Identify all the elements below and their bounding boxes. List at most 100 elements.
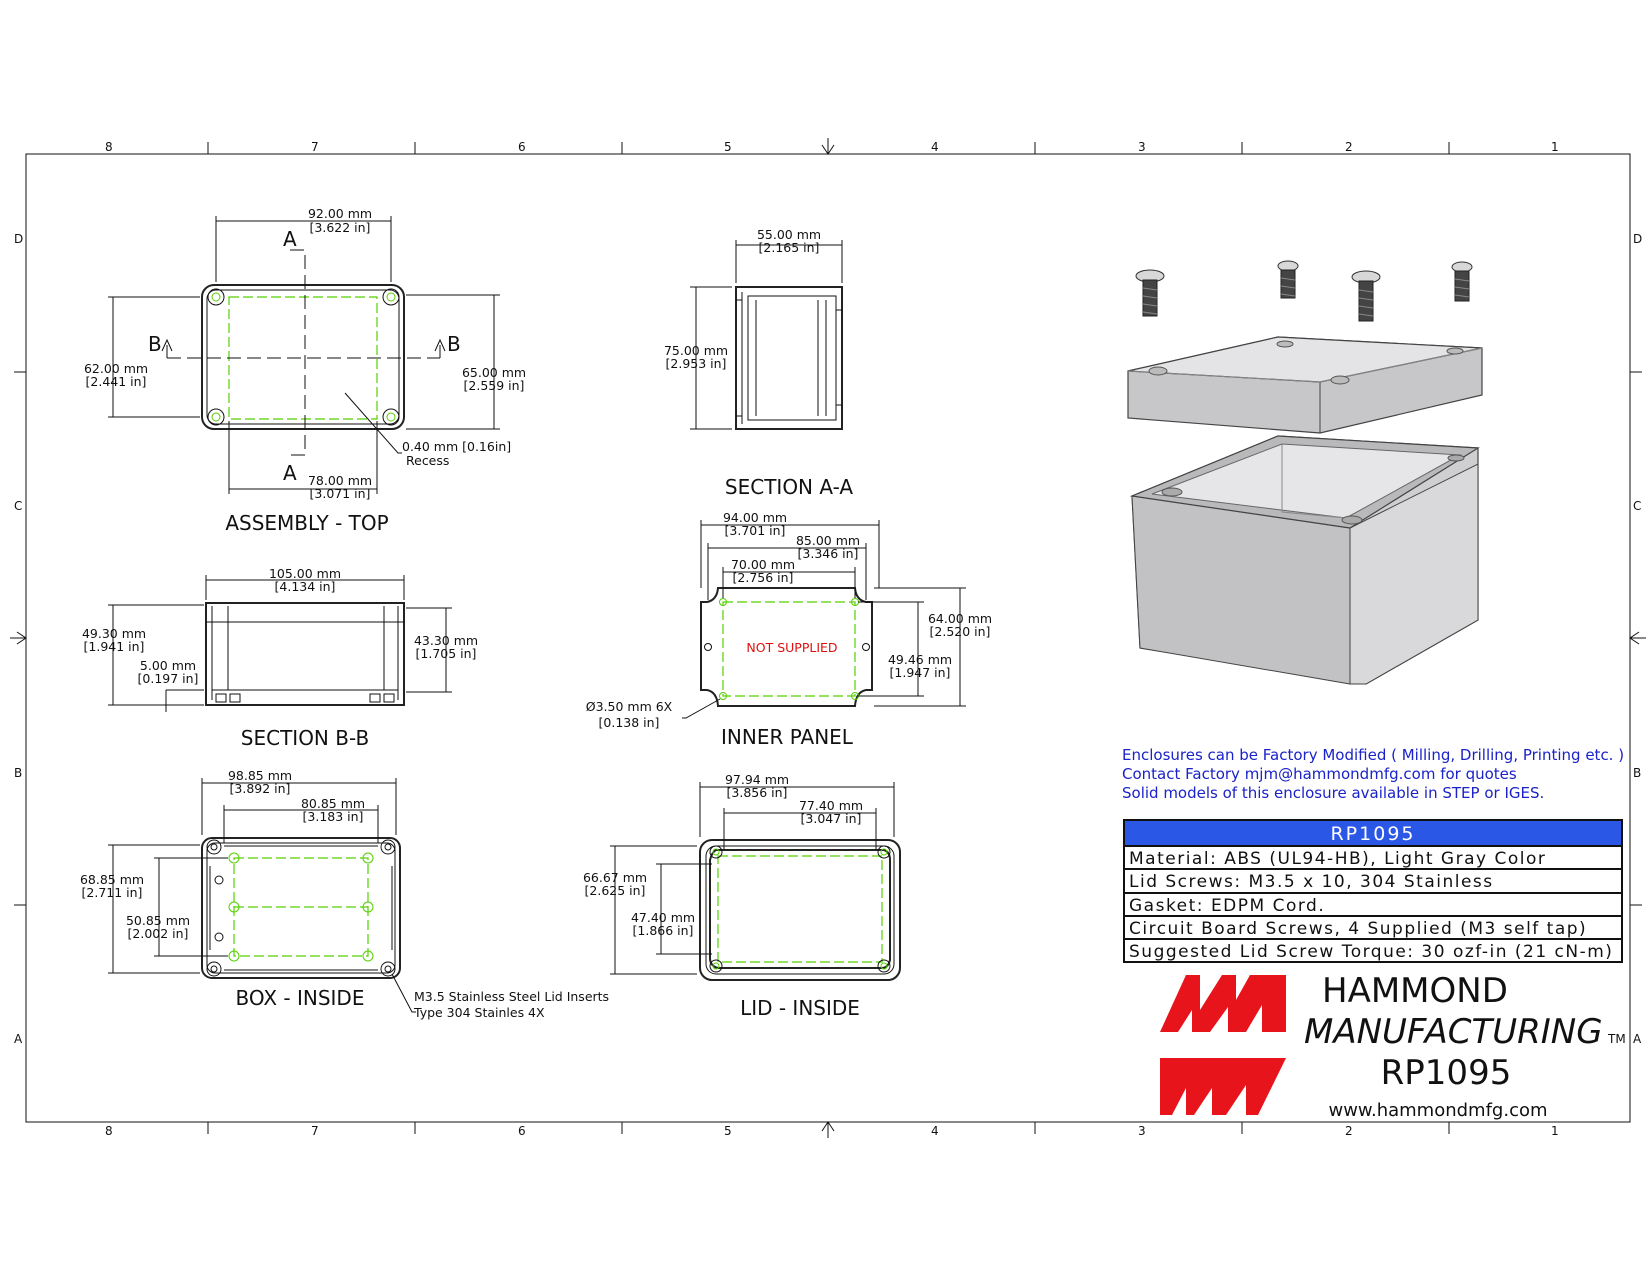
dim-label: 62.00 mm: [84, 361, 148, 376]
dim-label: [1.705 in]: [416, 646, 477, 661]
dim-label: 97.94 mm: [725, 772, 789, 787]
zone-label: 8: [105, 1124, 113, 1138]
dim-label: [2.559 in]: [464, 378, 525, 393]
dim-label: [3.892 in]: [230, 781, 291, 796]
hole-label: [0.138 in]: [599, 715, 660, 730]
view-title-assembly-top: ASSEMBLY - TOP: [225, 511, 388, 535]
view-title-inner-panel: INNER PANEL: [721, 725, 854, 749]
dim-label: 66.67 mm: [583, 870, 647, 885]
hammond-logo-mark: [1160, 975, 1286, 1115]
dim-label: 5.00 mm: [140, 658, 196, 673]
section-label-b-right: B: [447, 332, 461, 356]
dim-label: [3.071 in]: [310, 486, 371, 501]
isometric-render: [1127, 260, 1483, 685]
brand-line-1: HAMMOND: [1322, 971, 1508, 1011]
zone-ticks: [10, 138, 1646, 1138]
zone-label: B: [1633, 766, 1641, 780]
spec-row: Material: ABS (UL94-HB), Light Gray Colo…: [1129, 849, 1546, 869]
dim-label: 85.00 mm: [796, 533, 860, 548]
zone-label: 1: [1551, 1124, 1559, 1138]
dim-label: 92.00 mm: [308, 206, 372, 221]
dim-label: [2.711 in]: [82, 885, 143, 900]
recess-label: Recess: [406, 453, 449, 468]
lid-screws: [1135, 260, 1473, 322]
zone-label: 3: [1138, 140, 1146, 154]
zone-label: 4: [931, 1124, 939, 1138]
section-label-a-top: A: [283, 227, 297, 251]
hammond-wordmark: HAMMOND MANUFACTURING TM RP1095 www.hamm…: [1304, 971, 1626, 1121]
zone-label: D: [14, 232, 23, 246]
view-title-box-inside: BOX - INSIDE: [236, 986, 365, 1010]
brand-line-2: MANUFACTURING: [1304, 1012, 1603, 1052]
render-lid: [1127, 336, 1483, 434]
zone-label: B: [14, 766, 22, 780]
dim-label: 75.00 mm: [664, 343, 728, 358]
section-aa-outline: [735, 286, 843, 430]
view-title-lid-inside: LID - INSIDE: [740, 996, 860, 1020]
section-bb-outline: [205, 602, 405, 706]
section-aa-view: 55.00 mm [2.165 in] 75.00 mm [2.953 in] …: [664, 227, 853, 499]
lid-gasket-outline: [717, 855, 883, 963]
spec-row: Lid Screws: M3.5 x 10, 304 Stainless: [1129, 872, 1494, 892]
assembly-screw-holes: [207, 288, 400, 426]
zone-label: 6: [518, 140, 526, 154]
dim-label: [2.002 in]: [128, 926, 189, 941]
note-line: Solid models of this enclosure available…: [1122, 784, 1544, 802]
dim-label: 98.85 mm: [228, 768, 292, 783]
zone-label: 2: [1345, 1124, 1353, 1138]
dim-label: [2.953 in]: [666, 356, 727, 371]
dim-label: [2.520 in]: [930, 624, 991, 639]
zone-label: 8: [105, 140, 113, 154]
zone-label: 4: [931, 140, 939, 154]
zone-label: C: [14, 499, 22, 513]
lid-inside-view: 97.94 mm [3.856 in] 77.40 mm [3.047 in] …: [583, 772, 901, 1020]
dim-label: 65.00 mm: [462, 365, 526, 380]
dim-label: [3.346 in]: [798, 546, 859, 561]
zone-labels-bottom: 8 7 6 5 4 3 2 1: [105, 1124, 1559, 1138]
inner-panel-board-outline: [722, 601, 856, 697]
zone-label: 6: [518, 1124, 526, 1138]
box-inside-view: 98.85 mm [3.892 in] 80.85 mm [3.183 in] …: [80, 768, 609, 1020]
assembly-outline: [201, 284, 405, 430]
zone-label: 5: [724, 140, 732, 154]
zone-label: 5: [724, 1124, 732, 1138]
factory-notes: Enclosures can be Factory Modified ( Mil…: [1122, 746, 1624, 802]
dim-label: 68.85 mm: [80, 872, 144, 887]
section-arrow-b-left: [161, 338, 173, 358]
view-title-section-aa: SECTION A-A: [725, 475, 853, 499]
zone-label: 1: [1551, 140, 1559, 154]
zone-label: D: [1633, 232, 1642, 246]
part-number: RP1095: [1381, 1053, 1512, 1093]
zone-label: A: [1633, 1032, 1642, 1046]
spec-table: RP1095 Material: ABS (UL94-HB), Light Gr…: [1123, 819, 1623, 963]
website-url: www.hammondmfg.com: [1328, 1100, 1547, 1121]
trademark-label: TM: [1607, 1032, 1626, 1046]
dim-label: [3.622 in]: [310, 220, 371, 235]
assembly-lid-edge: [206, 289, 400, 425]
dim-label: [0.197 in]: [138, 671, 199, 686]
inserts-label: Type 304 Stainles 4X: [413, 1005, 545, 1020]
dim-label: [1.941 in]: [84, 639, 145, 654]
dim-label: [3.047 in]: [801, 811, 862, 826]
zone-labels-side: D C B A D C B A: [14, 232, 1642, 1046]
inner-panel-view: NOT SUPPLIED 94.00 mm [3.701 in] 85.00 m…: [586, 510, 992, 749]
note-line: Contact Factory mjm@hammondmfg.com for q…: [1122, 765, 1517, 783]
dim-label: [4.134 in]: [275, 579, 336, 594]
not-supplied-label: NOT SUPPLIED: [746, 640, 837, 655]
hole-label: Ø3.50 mm 6X: [586, 699, 673, 714]
dim-label: 80.85 mm: [301, 796, 365, 811]
dim-label: [3.183 in]: [303, 809, 364, 824]
section-arrow-b-right: [434, 338, 446, 358]
dim-label: 70.00 mm: [731, 557, 795, 572]
zone-labels-top: 8 7 6 5 4 3 2 1: [105, 140, 1559, 154]
dim-label: 47.40 mm: [631, 910, 695, 925]
section-line-a: [290, 249, 306, 456]
box-bosses: [206, 839, 396, 977]
spec-row: Gasket: EDPM Cord.: [1129, 896, 1325, 916]
spec-row: Suggested Lid Screw Torque: 30 ozf-in (2…: [1129, 942, 1613, 962]
dim-label: 105.00 mm: [269, 566, 341, 581]
zone-label: 2: [1345, 140, 1353, 154]
dim-label: [3.701 in]: [725, 523, 786, 538]
dim-label: [2.625 in]: [585, 883, 646, 898]
dim-label: [1.866 in]: [633, 923, 694, 938]
